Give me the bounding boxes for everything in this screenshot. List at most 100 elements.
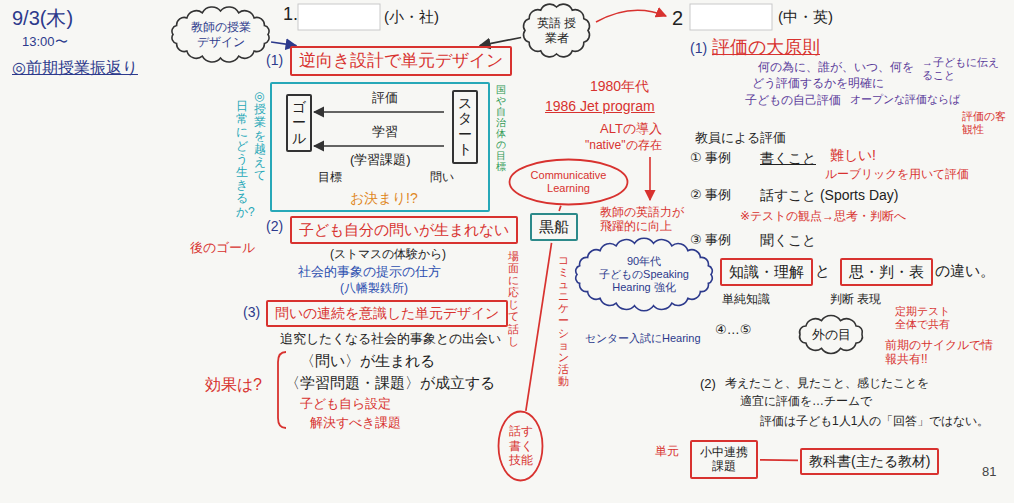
node-text: 英語 授業者	[537, 16, 577, 45]
flow-arrow	[314, 145, 444, 147]
node-text: 教師の授業デザイン	[190, 20, 252, 49]
section-number: 1.	[283, 4, 298, 26]
masked-name	[690, 4, 772, 30]
item-number: (3)	[243, 304, 260, 321]
node-text-group: 子ども自分の問いが生まれない	[299, 221, 509, 239]
node-text: 90年代	[599, 255, 689, 268]
note-text: "native"の存在	[585, 138, 662, 152]
vertical-note: 場面に応じて話し	[508, 250, 519, 347]
node-text-group: Communicative Learning	[530, 169, 608, 195]
node-text: 教科書(主たる教材)	[809, 453, 930, 470]
concept-box: 思・判・表	[840, 258, 933, 286]
node-text: 問いの連続を意識した単元デザイン	[275, 305, 499, 322]
node-text: 評価	[372, 90, 398, 106]
topic-cloud: 教師の授業デザイン	[168, 6, 273, 63]
case-number: ① 事例	[690, 150, 731, 166]
board-title: ◎前期授業振返り	[12, 58, 138, 77]
note-text: 子どもの自己評価	[745, 93, 841, 107]
node-text: 思・判・表	[849, 263, 924, 281]
case-text: 書くこと	[760, 150, 816, 167]
node-text: (学習課題)	[350, 152, 411, 168]
note-text: と	[815, 262, 830, 280]
keyword-box: 黒船	[530, 213, 578, 241]
vertical-note: コミュニケーション活動	[558, 254, 569, 387]
item-number: (2)	[266, 218, 283, 235]
era-text: 1980年代	[590, 78, 649, 95]
case-number: ② 事例	[690, 187, 731, 203]
time-text: 13:00〜	[22, 34, 68, 50]
event-text: 1986 Jet program	[545, 98, 655, 115]
cloud-line	[524, 4, 590, 57]
node-text: Communicative Learning	[530, 169, 608, 195]
note-text: センター入試にHearing	[585, 332, 701, 345]
section-subject: (中・英)	[778, 8, 833, 26]
note-text: 判断 表現	[830, 292, 881, 306]
node-text-group: 話す 書く 技能	[508, 424, 534, 467]
cloud-line	[172, 7, 269, 62]
heading-text: 評価の大原則	[712, 37, 820, 59]
material-box: 教科書(主たる教材)	[800, 448, 939, 475]
topic-cloud: 外の目	[795, 315, 867, 354]
case-number: ③ 事例	[690, 232, 731, 248]
masked-name	[298, 4, 380, 30]
cloud-line	[576, 238, 713, 311]
node-text: 学習	[372, 124, 398, 140]
heading-box: 逆向き設計で単元デザイン	[290, 46, 512, 76]
ellipse-line	[499, 412, 543, 481]
node-text: 逆向き設計で単元デザイン	[299, 51, 503, 71]
note-text: 〈問い〉が生まれる	[300, 352, 435, 370]
note-text: ALTの導入	[600, 121, 662, 137]
note-text: →子どもに伝えること	[922, 56, 1008, 82]
note-text: オープンな評価ならば	[850, 93, 960, 106]
bracket	[278, 352, 286, 428]
item-number: (2)	[700, 376, 716, 392]
section-number: 2	[672, 6, 683, 30]
note-text: 単純知識	[722, 292, 770, 306]
heading-box: 問いの連続を意識した単元デザイン	[266, 300, 508, 327]
note-text: 追究したくなる社会的事象との出会い	[280, 331, 501, 347]
item-number: (1)	[690, 40, 707, 57]
topic-cloud: 英語 授業者	[520, 2, 593, 59]
vertical-note: ◎授業を越えて	[254, 90, 266, 182]
note-text: 評価は子ども1人1人の「回答」ではない。	[760, 414, 989, 428]
note-text: 定期テスト 全体で共有	[895, 305, 955, 331]
note-text: 子ども自ら設定	[300, 396, 391, 412]
node-text-group: ゴール	[292, 100, 306, 146]
skill-circle: 話す 書く 技能	[497, 410, 544, 482]
goal-box: ゴール	[286, 94, 312, 152]
note-text: の違い。	[935, 262, 995, 280]
node-text: 外の目	[812, 327, 851, 343]
section-subject: (小・社)	[384, 8, 439, 26]
note-text: どう評価するかを明確に	[752, 76, 884, 90]
node-text: 子どものSpeaking Hearing 強化	[599, 268, 689, 294]
connector	[480, 37, 521, 45]
keyword-ellipse: Communicative Learning	[508, 158, 629, 206]
note-text: 考えたこと、見たこと、感じたことを	[725, 376, 929, 390]
start-box: スタート	[452, 90, 478, 164]
note-text: 教師の英語力が飛躍的に向上	[600, 205, 686, 234]
issue-box: 小中連携 課題	[690, 440, 758, 479]
note-text: 前期のサイクルで情報共有!!	[885, 338, 1003, 367]
item-number: (1)	[266, 52, 283, 69]
leader-curve	[596, 10, 666, 22]
connector	[526, 243, 552, 411]
note-text: 何の為に、誰が、いつ、何を	[758, 60, 914, 74]
node-text-group: 英語 授業者	[537, 16, 577, 45]
vertical-note: 日常にどう生きるか?	[236, 100, 248, 219]
note-text: 効果は?	[205, 375, 262, 394]
node-text: 小中連携 課題	[699, 445, 749, 474]
note-text: お決まり!?	[350, 190, 418, 207]
node-text: スタート	[458, 96, 472, 158]
case-number: ④…⑤	[715, 322, 751, 338]
case-text: 聞くこと	[760, 232, 816, 249]
note-text: 適宜に評価を…チームで	[740, 394, 872, 408]
node-text-group: 小中連携 課題	[699, 445, 749, 474]
node-text-group: 教師の授業デザイン	[190, 20, 252, 49]
node-text: 知識・理解	[729, 263, 804, 281]
note-text: 社会的事象の提示の仕方	[298, 264, 441, 280]
note-text: (ストマスの体験から)	[330, 247, 446, 261]
note-text: ※テストの観点→思考・判断へ	[740, 209, 906, 223]
node-text-group: 外の目	[812, 327, 851, 343]
node-text-group: 逆向き設計で単元デザイン	[299, 51, 503, 71]
